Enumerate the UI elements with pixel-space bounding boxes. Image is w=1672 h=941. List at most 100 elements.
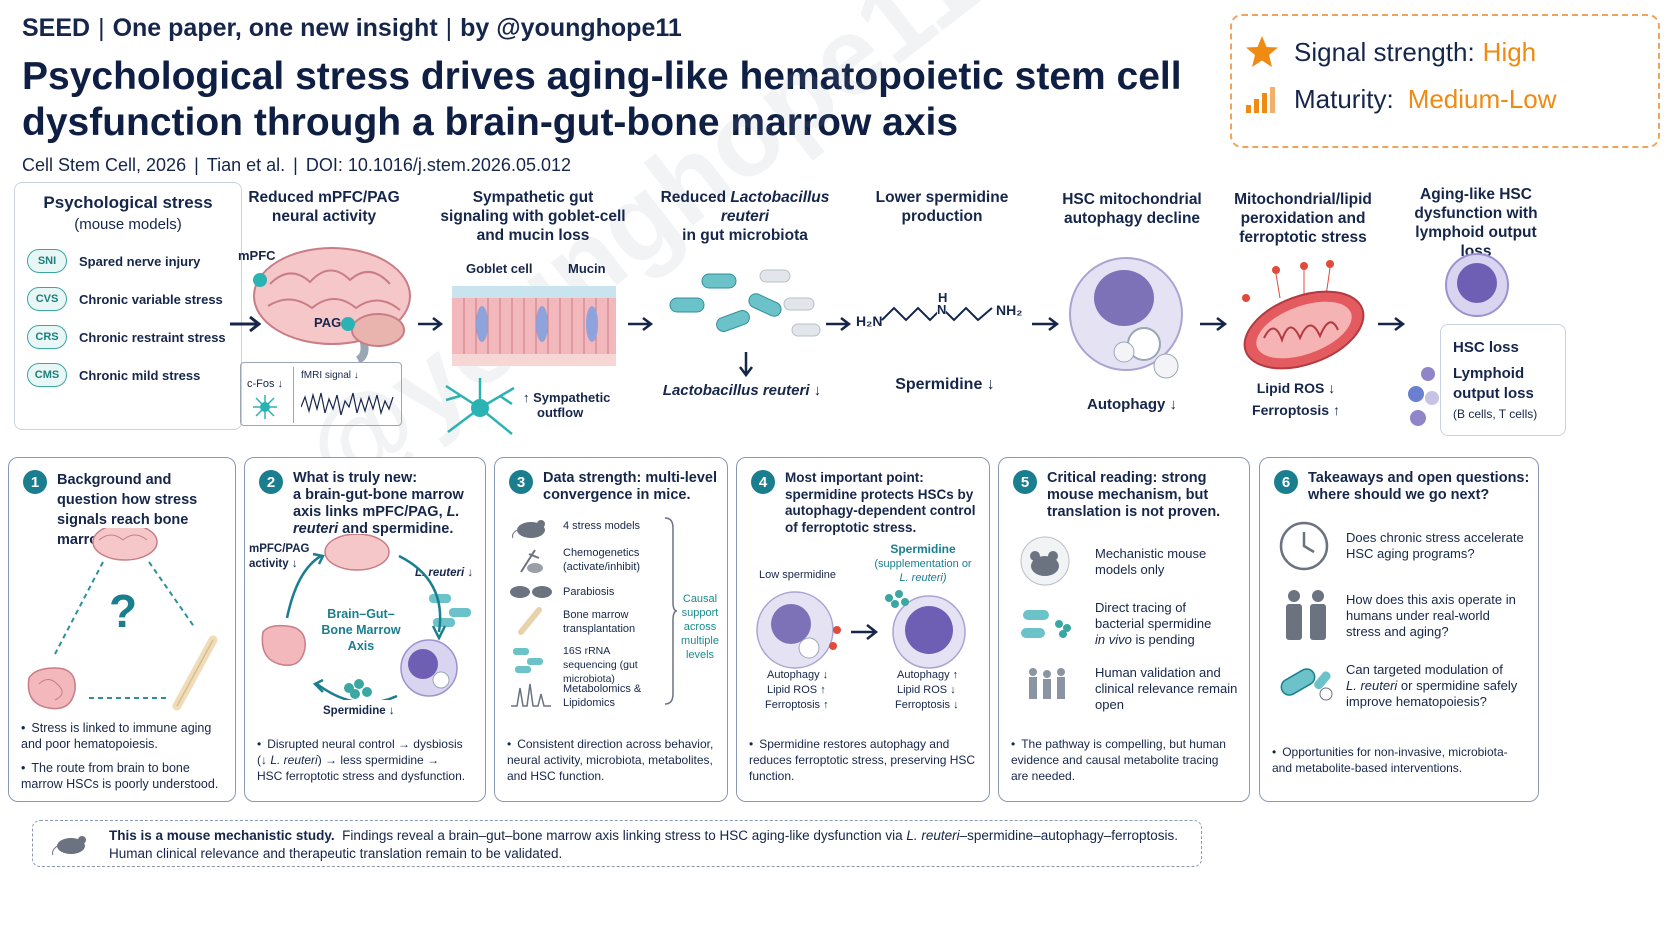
note-text: HSC ferroptotic stress and dysfunction. bbox=[257, 769, 466, 783]
lymphoid-line-1: Lymphoid bbox=[1453, 365, 1525, 382]
step-title-neural: Reduced mPFC/PAG neural activity bbox=[248, 189, 400, 225]
note-text: Consistent direction across behavior, ne… bbox=[507, 737, 714, 783]
evidence-item: 16S rRNA sequencing (gut microbiota) bbox=[563, 645, 638, 685]
axis-line-3: Axis bbox=[347, 639, 375, 653]
arrow-down-icon bbox=[739, 352, 753, 378]
panel-data-strength: 3 Data strength: multi-level convergence… bbox=[494, 457, 728, 802]
axis-cycle-diagram bbox=[261, 534, 471, 700]
title-line-1: What is truly new: bbox=[293, 470, 418, 486]
model-label: Spared nerve injury bbox=[79, 253, 201, 269]
footer-bold: This is a mouse mechanistic study. bbox=[109, 828, 335, 843]
note-text: (↓ bbox=[257, 753, 271, 767]
lipid-ros-result: Lipid ROS ↓ bbox=[1256, 380, 1336, 396]
title-line-3: and spermidine. bbox=[338, 521, 454, 537]
causal-line: support bbox=[681, 607, 719, 619]
sympathetic-neuron-icon bbox=[445, 378, 515, 435]
spermidine-comparison-diagram bbox=[756, 590, 966, 669]
spermidine-structure bbox=[881, 306, 993, 322]
panel-title: What is truly new:a brain-gut-bone marro… bbox=[293, 470, 477, 538]
title-species: L. reuteri bbox=[293, 504, 460, 537]
arrow-right-icon bbox=[1200, 317, 1228, 331]
title-text-2: in gut microbiota bbox=[682, 227, 808, 244]
critique-item: Mechanistic mouse models only bbox=[1095, 546, 1207, 577]
panel-takeaways: 6 Takeaways and open questions: where sh… bbox=[1259, 457, 1539, 802]
chemogenetics-icon bbox=[520, 549, 543, 573]
low-ferroptosis: Ferroptosis ↑ bbox=[765, 699, 829, 711]
hsc-small-icon bbox=[1445, 253, 1509, 317]
citation: Cell Stem Cell, 2026|Tian et al.|DOI: 10… bbox=[22, 155, 572, 175]
axis-line-2: Bone Marrow bbox=[321, 623, 401, 637]
arrow-right-icon bbox=[826, 317, 852, 331]
step-title-spermidine: Lower spermidine production bbox=[875, 189, 1009, 225]
note-text: Disrupted neural control → dysbiosis bbox=[267, 737, 463, 751]
maturity-label: Maturity: bbox=[1294, 84, 1394, 114]
question-text: Can targeted modulation of bbox=[1346, 662, 1503, 677]
title-line-2: a brain-gut-bone marrow axis links mPFC/… bbox=[293, 487, 464, 520]
lab-mouse-icon bbox=[1020, 536, 1070, 586]
outflow-line-1: ↑ Sympathetic bbox=[523, 390, 611, 405]
panel-note: •Spermidine restores autophagy and reduc… bbox=[749, 737, 976, 783]
stress-subtitle: (mouse models) bbox=[74, 216, 182, 233]
spermidine-label: Spermidine ↓ bbox=[323, 705, 395, 717]
high-lipid-ros: Lipid ROS ↓ bbox=[897, 684, 956, 696]
panel-critical-reading: 5 Critical reading: strong mouse mechani… bbox=[998, 457, 1250, 802]
outflow-line-2: outflow bbox=[537, 405, 584, 420]
causal-line: Causal bbox=[682, 593, 718, 605]
panel-what-is-new: 2 What is truly new:a brain-gut-bone mar… bbox=[244, 457, 486, 802]
fmri-label: fMRI signal ↓ bbox=[301, 370, 359, 381]
panel-title: Most important point: spermidine protect… bbox=[785, 470, 976, 535]
high-autophagy: Autophagy ↑ bbox=[897, 669, 959, 681]
reuteri-label: L. reuteri ↓ bbox=[415, 567, 474, 579]
question-em: L. reuteri bbox=[1346, 678, 1398, 693]
low-autophagy: Autophagy ↓ bbox=[767, 669, 829, 681]
panel-background: 1 Background and question how stress sig… bbox=[8, 457, 236, 802]
note-text: The pathway is compelling, but human evi… bbox=[1011, 737, 1226, 783]
panel-note: •The route from brain to bone marrow HSC… bbox=[21, 761, 219, 791]
panel-number: 3 bbox=[509, 470, 533, 494]
amine-right: NH₂ bbox=[996, 302, 1023, 318]
question-mark: ? bbox=[109, 585, 138, 637]
panel-title: Data strength: multi-level convergence i… bbox=[543, 470, 718, 503]
autophagy-result: Autophagy ↓ bbox=[1087, 396, 1177, 413]
panel-title: Takeaways and open questions: where shou… bbox=[1308, 470, 1530, 503]
maturity-row: Maturity:Medium-Low bbox=[1244, 84, 1557, 115]
hsc-loss-label: HSC loss bbox=[1453, 339, 1519, 356]
reuteri-result: Lactobacillus reuteri ↓ bbox=[662, 382, 822, 399]
panel-number: 6 bbox=[1274, 470, 1298, 494]
note-text: ) → less spermidine → bbox=[317, 753, 440, 767]
star-icon bbox=[1246, 36, 1278, 67]
amine-left: H₂N bbox=[856, 313, 883, 329]
critique-item: Human validation and clinical relevance … bbox=[1095, 665, 1238, 712]
page-title: Psychological stress drives aging-like h… bbox=[22, 55, 1182, 144]
clock-icon bbox=[1279, 521, 1329, 571]
note-text: Stress is linked to immune aging and poo… bbox=[21, 721, 212, 751]
open-question: How does this axis operate in humans und… bbox=[1346, 592, 1516, 639]
critique-text: Direct tracing of bacterial spermidine bbox=[1095, 600, 1212, 631]
mitochondrion-icon bbox=[1242, 260, 1365, 370]
ferroptosis-result: Ferroptosis ↑ bbox=[1252, 402, 1340, 418]
question-text: or spermidine safely improve hematopoies… bbox=[1346, 678, 1518, 709]
causal-line: across bbox=[683, 621, 717, 633]
model-label: Chronic mild stress bbox=[79, 367, 201, 383]
spectrum-icon bbox=[511, 683, 551, 707]
brain-icon bbox=[253, 247, 411, 362]
brand: SEED bbox=[22, 14, 91, 42]
high-line-2: (supplementation or bbox=[874, 558, 972, 570]
panel-note: •Stress is linked to immune aging and po… bbox=[21, 721, 212, 751]
brain-gut-bone-question-diagram bbox=[27, 528, 218, 711]
panel-key-point: 4 Most important point: spermidine prote… bbox=[736, 457, 990, 802]
doi: DOI: 10.1016/j.stem.2026.05.012 bbox=[305, 155, 572, 175]
mouse-icon bbox=[512, 520, 545, 539]
arrow-right-icon bbox=[628, 317, 654, 331]
axis-line-1: Brain–Gut– bbox=[327, 607, 395, 621]
panel-note: •Disrupted neural control → dysbiosis(↓ … bbox=[257, 737, 466, 783]
arrow-right-icon bbox=[1378, 317, 1406, 331]
step-title-autophagy: HSC mitochondrial autophagy decline bbox=[1062, 191, 1202, 227]
